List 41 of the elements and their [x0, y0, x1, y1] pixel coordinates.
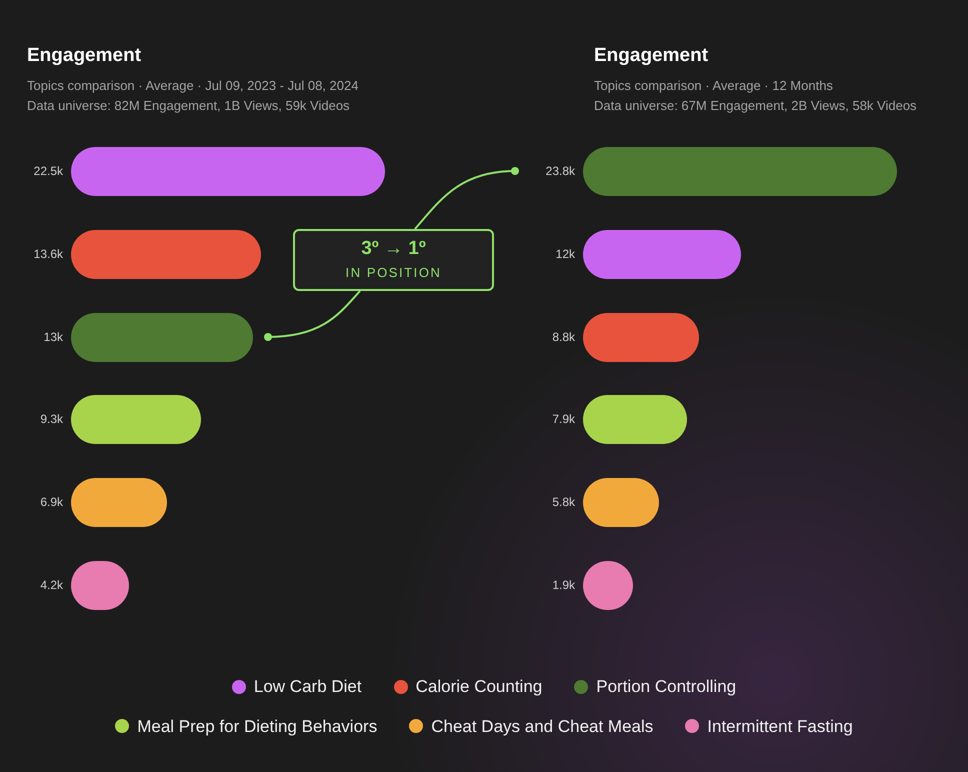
chart-title: Engagement [594, 44, 708, 68]
bar [71, 561, 129, 610]
bar [583, 147, 897, 196]
chart-subtitle: Topics comparison · Average · 12 Months [594, 77, 833, 95]
legend-label: Intermittent Fasting [707, 716, 853, 738]
bar [583, 313, 699, 362]
legend-label: Low Carb Diet [254, 676, 362, 698]
bar [583, 230, 741, 279]
value-label: 6.9k [39, 494, 63, 511]
connector-line [264, 290, 361, 341]
bar [71, 230, 261, 279]
value-label: 9.3k [39, 411, 63, 428]
chart-subtitle: Data universe: 67M Engagement, 2B Views, 58k Videos [594, 97, 917, 115]
bar [71, 313, 253, 362]
chart-subtitle: Data universe: 82M Engagement, 1B Views, 59k Videos [27, 97, 350, 115]
chart-subtitle: Topics comparison · Average · Jul 09, 2023 - Jul 08, 2024 [27, 77, 358, 95]
bar [583, 561, 633, 610]
value-label: 13.6k [32, 246, 63, 263]
bar [583, 478, 659, 527]
value-label: 23.8k [544, 163, 575, 180]
value-label: 7.9k [551, 411, 575, 428]
value-label: 22.5k [32, 163, 63, 180]
value-label: 13k [42, 329, 63, 346]
value-label: 12k [554, 246, 575, 263]
callout-box [293, 229, 494, 291]
legend-label: Cheat Days and Cheat Meals [431, 716, 654, 738]
legend-label: Meal Prep for Dieting Behaviors [137, 716, 378, 738]
value-label: 4.2k [39, 577, 63, 594]
bar [583, 395, 687, 444]
bar [71, 147, 385, 196]
bar [71, 478, 167, 527]
legend-label: Calorie Counting [416, 676, 542, 698]
value-label: 5.8k [551, 494, 575, 511]
legend-label: Portion Controlling [596, 676, 736, 698]
rank-change-text: 3º → 1º [361, 237, 426, 261]
value-label: 1.9k [551, 577, 575, 594]
connector-line [414, 167, 519, 230]
value-label: 8.8k [551, 329, 575, 346]
chart-title: Engagement [27, 44, 142, 68]
bar [71, 395, 201, 444]
callout-caption: IN POSITION [346, 264, 442, 282]
